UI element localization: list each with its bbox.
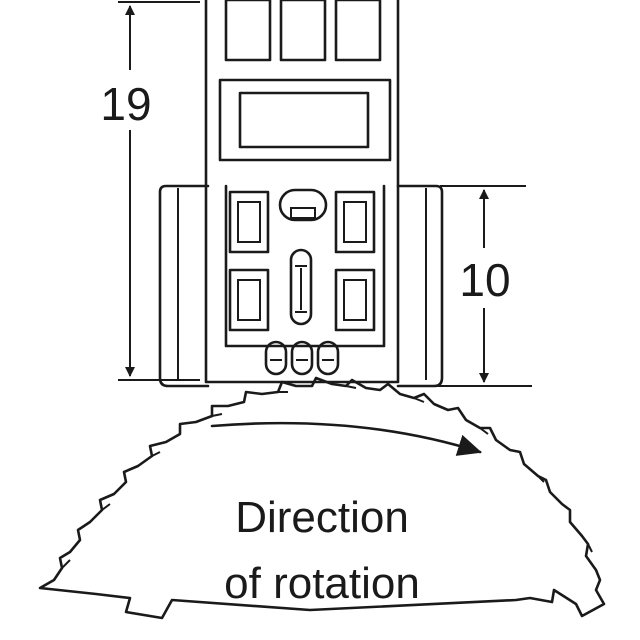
peg-right <box>316 340 340 376</box>
lower-panel <box>224 184 386 348</box>
slot-upper-right <box>334 190 376 254</box>
center-element <box>289 248 313 326</box>
peg-left <box>264 340 288 376</box>
slot-upper-right-inner <box>343 201 367 243</box>
dim-10-label: 10 <box>459 254 510 306</box>
main-housing <box>204 0 400 384</box>
slot-upper-left <box>228 190 270 254</box>
top-window-left <box>224 0 272 62</box>
dimension-10: 10 <box>400 185 532 387</box>
slot-lower-right <box>334 268 376 332</box>
latch-slot <box>290 207 316 219</box>
dimension-19: 19 <box>92 1 200 381</box>
upper-recess-inner <box>238 91 370 149</box>
left-wing <box>158 184 210 388</box>
slot-upper-left-inner <box>237 201 261 243</box>
right-wing <box>396 184 444 388</box>
dim-19-label-bg <box>92 70 164 130</box>
latch-oval <box>278 188 328 222</box>
connector-body <box>158 0 444 388</box>
slot-lower-right-inner <box>343 279 367 321</box>
toothed-arc <box>38 376 606 620</box>
caption-line-2: of rotation <box>224 559 420 608</box>
slot-lower-left <box>228 268 270 332</box>
dim-10-label-bg <box>448 248 520 308</box>
peg-middle <box>290 340 314 376</box>
upper-recess-outer <box>218 78 392 162</box>
top-window-right <box>334 0 382 62</box>
slot-lower-left-inner <box>237 279 261 321</box>
dim-19-label: 19 <box>100 78 151 130</box>
caption-line-1: Direction <box>235 493 409 542</box>
tooth-notches <box>61 385 593 569</box>
reel-teeth-detail <box>61 385 593 569</box>
rotation-arrow <box>210 421 482 456</box>
top-window-middle <box>279 0 327 62</box>
